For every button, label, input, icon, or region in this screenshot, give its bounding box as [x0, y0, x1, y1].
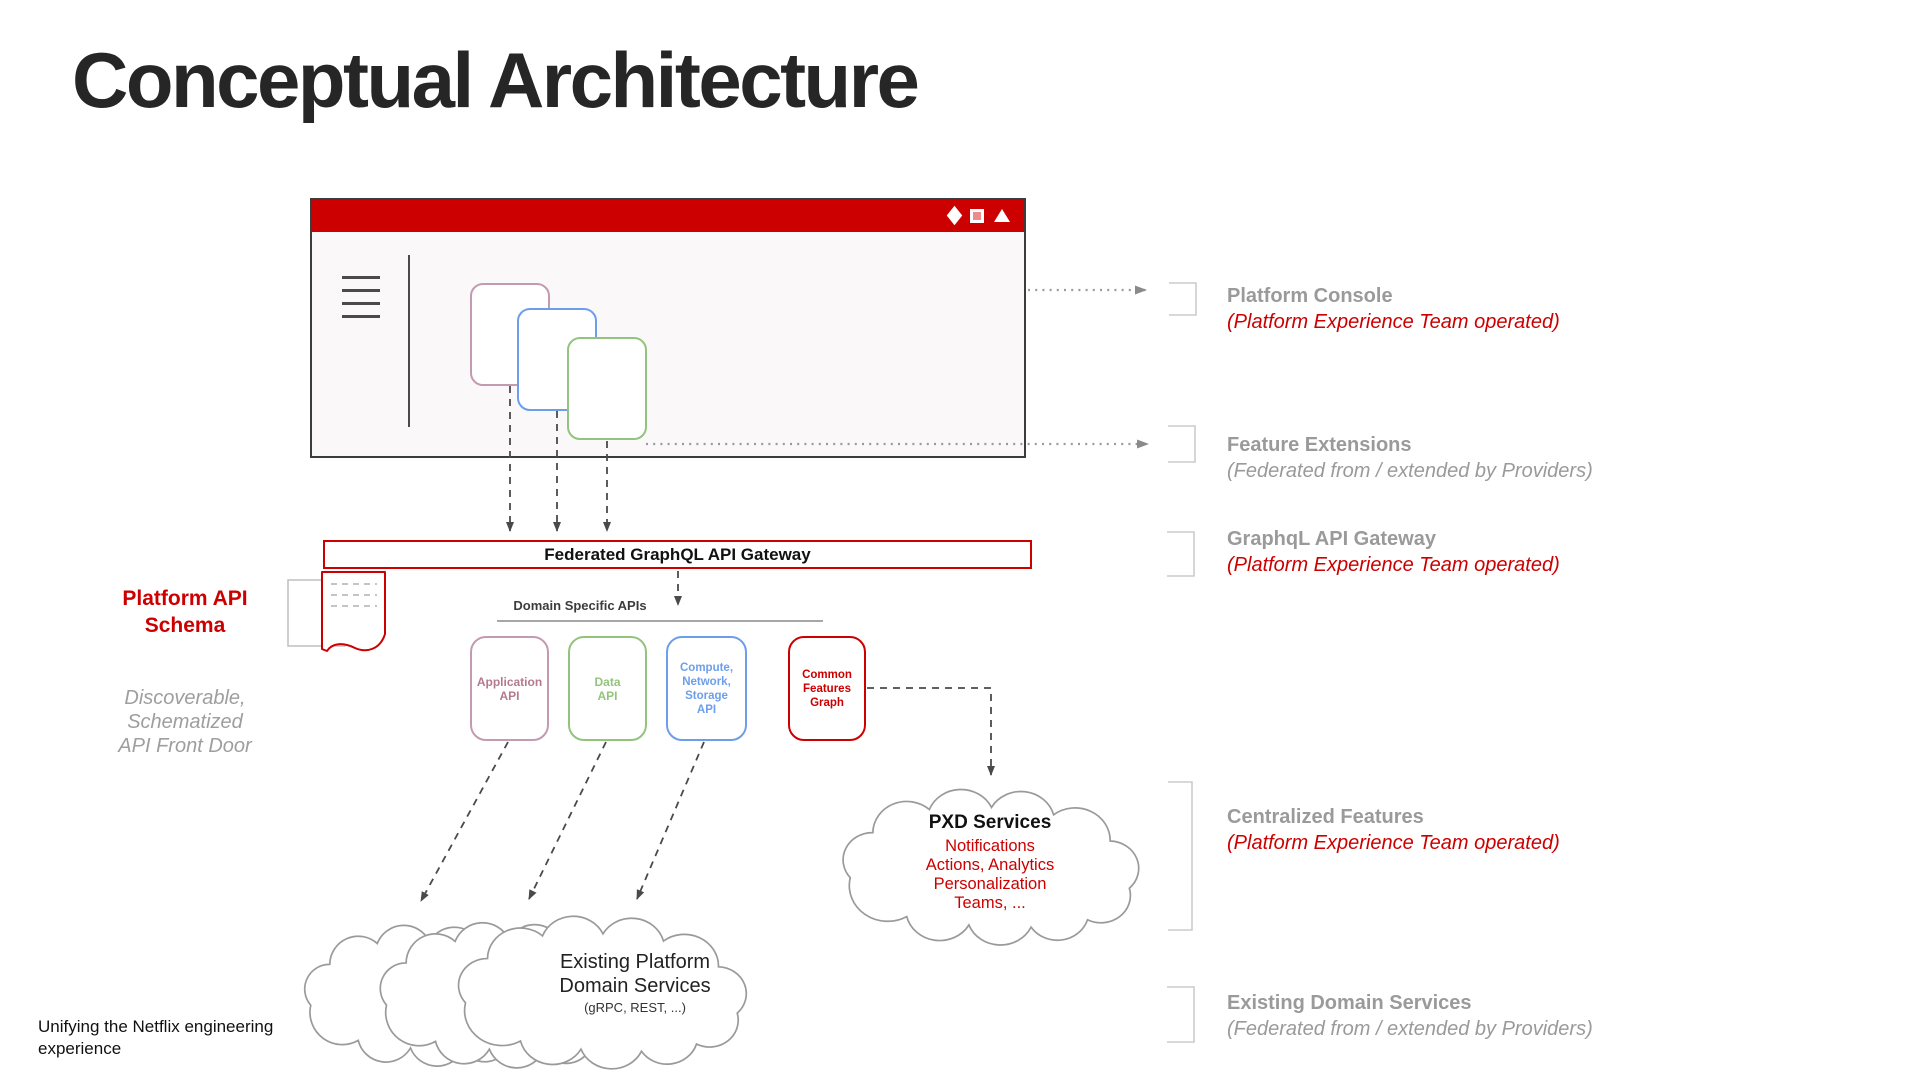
cfg-to-pxd-arrow — [867, 687, 995, 776]
annotation-subtitle: (Platform Experience Team operated) — [1227, 554, 1560, 576]
federated-graphql-api-gateway: Federated GraphQL API Gateway — [323, 540, 1032, 569]
annotation-centralized-features: Centralized Features (Platform Experienc… — [1227, 804, 1667, 857]
annotation-title: Feature Extensions — [1227, 434, 1412, 456]
schema-tagline: Discoverable, Schematized API Front Door — [118, 687, 252, 757]
common-features-graph-box: Common Features Graph — [788, 636, 866, 741]
annotation-graphql-api-gateway: GraphqL API Gateway (Platform Experience… — [1227, 526, 1667, 579]
annotation-existing-domain-services: Existing Domain Services (Federated from… — [1227, 990, 1667, 1043]
triangle-icon — [994, 209, 1010, 222]
page-title: Conceptual Architecture — [72, 36, 920, 124]
api-to-domain-services-arrows — [420, 741, 705, 902]
annotation-subtitle: (Federated from / extended by Providers) — [1227, 1018, 1593, 1040]
existing-domain-services-text: Existing Platform Domain Services (gRPC,… — [532, 950, 738, 1015]
domain-specific-apis-label: Domain Specific APIs — [513, 598, 647, 613]
annotation-platform-console: Platform Console (Platform Experience Te… — [1227, 283, 1667, 336]
pxd-services-items: Notifications Actions, Analytics Persona… — [925, 837, 1055, 912]
annotation-title: Centralized Features — [1227, 806, 1424, 828]
compute-network-storage-api-box: Compute, Network, Storage API — [666, 636, 747, 741]
platform-console-window — [310, 198, 1026, 458]
application-api-box: Application API — [470, 636, 549, 741]
annotation-brackets — [1167, 282, 1197, 1043]
diamond-icon — [946, 205, 963, 226]
window-titlebar — [312, 200, 1024, 232]
menu-icon — [342, 276, 380, 328]
window-divider — [408, 255, 410, 427]
data-api-box: Data API — [568, 636, 647, 741]
square-icon — [970, 208, 984, 223]
annotation-feature-extensions: Feature Extensions (Federated from / ext… — [1227, 432, 1667, 485]
existing-domain-services-protocols: (gRPC, REST, ...) — [584, 1000, 686, 1015]
pxd-services-text: PXD Services Notifications Actions, Anal… — [895, 812, 1085, 913]
existing-domain-services-title: Existing Platform Domain Services — [559, 951, 711, 997]
footer-note: Unifying the Netflix engineering experie… — [38, 1017, 274, 1058]
annotation-subtitle: (Platform Experience Team operated) — [1227, 832, 1560, 854]
annotation-subtitle: (Federated from / extended by Providers) — [1227, 460, 1593, 482]
annotation-title: Existing Domain Services — [1227, 992, 1472, 1014]
annotation-title: GraphqL API Gateway — [1227, 528, 1436, 550]
console-card-green — [567, 337, 647, 440]
pxd-services-title: PXD Services — [928, 812, 1052, 833]
annotation-title: Platform Console — [1227, 285, 1393, 307]
annotation-subtitle: (Platform Experience Team operated) — [1227, 311, 1560, 333]
platform-api-schema-label: Platform API Schema — [122, 587, 248, 637]
schema-document-icon — [287, 571, 386, 652]
